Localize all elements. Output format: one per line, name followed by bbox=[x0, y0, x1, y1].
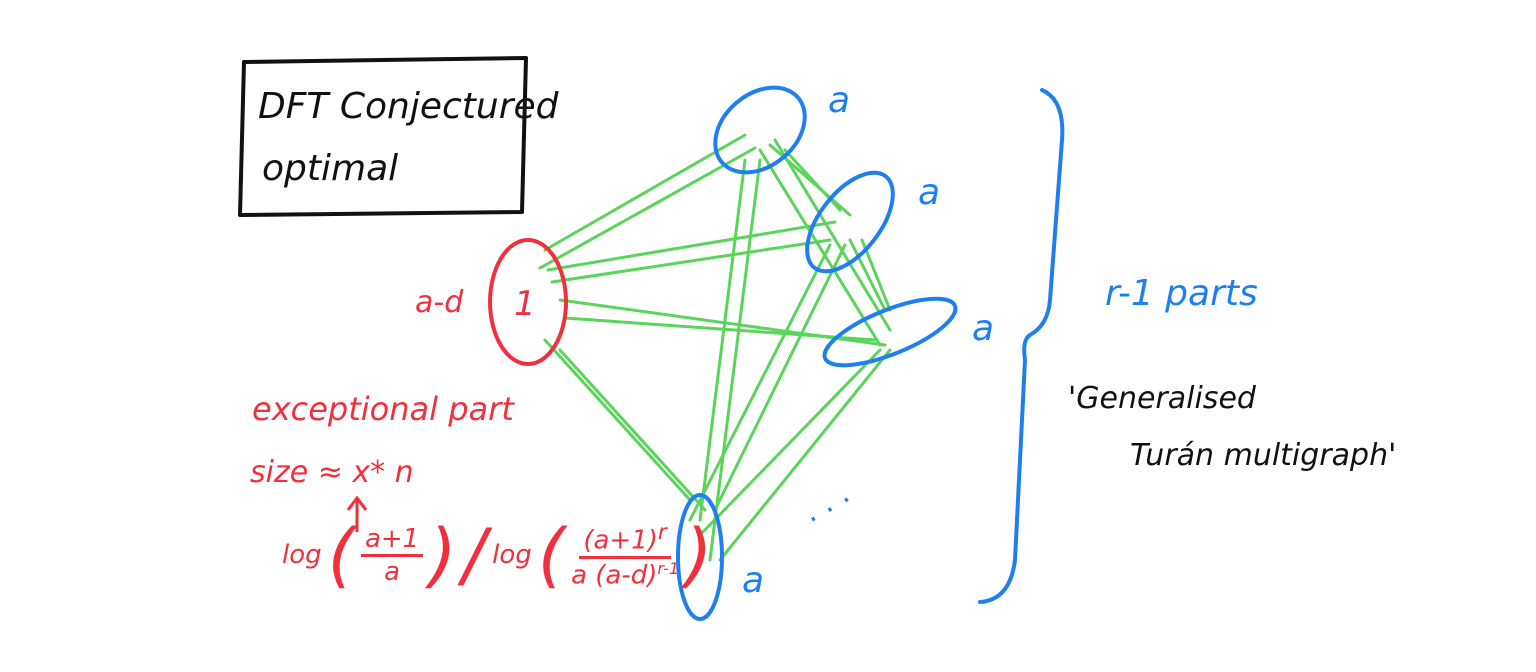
fraction-1-denominator: a bbox=[384, 556, 401, 587]
title-box bbox=[238, 56, 528, 217]
edge bbox=[543, 133, 747, 252]
brace-label: r-1 parts bbox=[1105, 273, 1258, 314]
formula-slash: / bbox=[462, 514, 487, 597]
edge bbox=[563, 316, 877, 342]
part-node-1 bbox=[713, 85, 807, 175]
arrow-icon bbox=[346, 495, 368, 532]
title-line-1: DFT Conjectured bbox=[258, 86, 560, 127]
den2-base: a (a-d) bbox=[571, 560, 658, 591]
paren: ) bbox=[429, 514, 457, 597]
exceptional-node-label: a-d bbox=[415, 285, 464, 320]
paren: ( bbox=[537, 514, 566, 597]
part-label-4: a bbox=[742, 560, 764, 601]
exceptional-node-inner: 1 bbox=[514, 284, 536, 324]
part-node-4 bbox=[676, 493, 724, 621]
part-label-2: a bbox=[918, 172, 940, 213]
num2-exponent: r bbox=[657, 520, 667, 545]
title-line-2: optimal bbox=[262, 148, 398, 189]
edge bbox=[698, 348, 882, 537]
edge bbox=[558, 348, 707, 512]
fraction-1: a+1 a bbox=[360, 524, 424, 587]
paren: ) bbox=[685, 514, 713, 597]
den2-exponent: r-1 bbox=[657, 558, 680, 578]
edge bbox=[718, 348, 892, 562]
ellipsis-dots: . . . bbox=[797, 476, 856, 530]
fraction-1-numerator: a+1 bbox=[360, 524, 424, 557]
edge bbox=[546, 220, 837, 272]
part-node-2 bbox=[805, 170, 895, 274]
edge bbox=[848, 238, 887, 312]
edge bbox=[538, 146, 757, 270]
turan-label-line-1: 'Generalised bbox=[1068, 381, 1257, 416]
part-label-3: a bbox=[972, 308, 994, 349]
turan-label-line-2: Turán multigraph' bbox=[1130, 438, 1396, 473]
paren: ( bbox=[327, 514, 355, 597]
exceptional-part-text: exceptional part bbox=[252, 390, 515, 428]
edge bbox=[758, 148, 882, 347]
edge bbox=[698, 158, 747, 522]
fraction-2-numerator: (a+1)r bbox=[579, 520, 671, 559]
edge bbox=[543, 338, 692, 502]
formula: log ( a+1 a ) / log ( (a+1)r a (a-d)r-1 … bbox=[282, 520, 712, 590]
part-label-1: a bbox=[828, 80, 850, 121]
fraction-2-denominator: a (a-d)r-1 bbox=[571, 559, 679, 591]
fraction-2: (a+1)r a (a-d)r-1 bbox=[571, 520, 679, 590]
edges bbox=[538, 133, 892, 562]
part-node-3 bbox=[822, 296, 958, 368]
edge bbox=[688, 243, 832, 522]
edge bbox=[860, 238, 892, 312]
formula-log-2: log bbox=[492, 540, 532, 571]
curly-brace bbox=[978, 88, 1065, 604]
edge bbox=[773, 138, 892, 332]
edge bbox=[550, 238, 832, 284]
size-text: size ≈ x* n bbox=[250, 455, 414, 490]
edge bbox=[713, 243, 847, 512]
num2-base: (a+1) bbox=[583, 525, 658, 556]
formula-log-1: log bbox=[282, 540, 322, 571]
edge bbox=[708, 158, 762, 562]
exceptional-part-node bbox=[488, 238, 568, 366]
edge bbox=[768, 143, 852, 217]
